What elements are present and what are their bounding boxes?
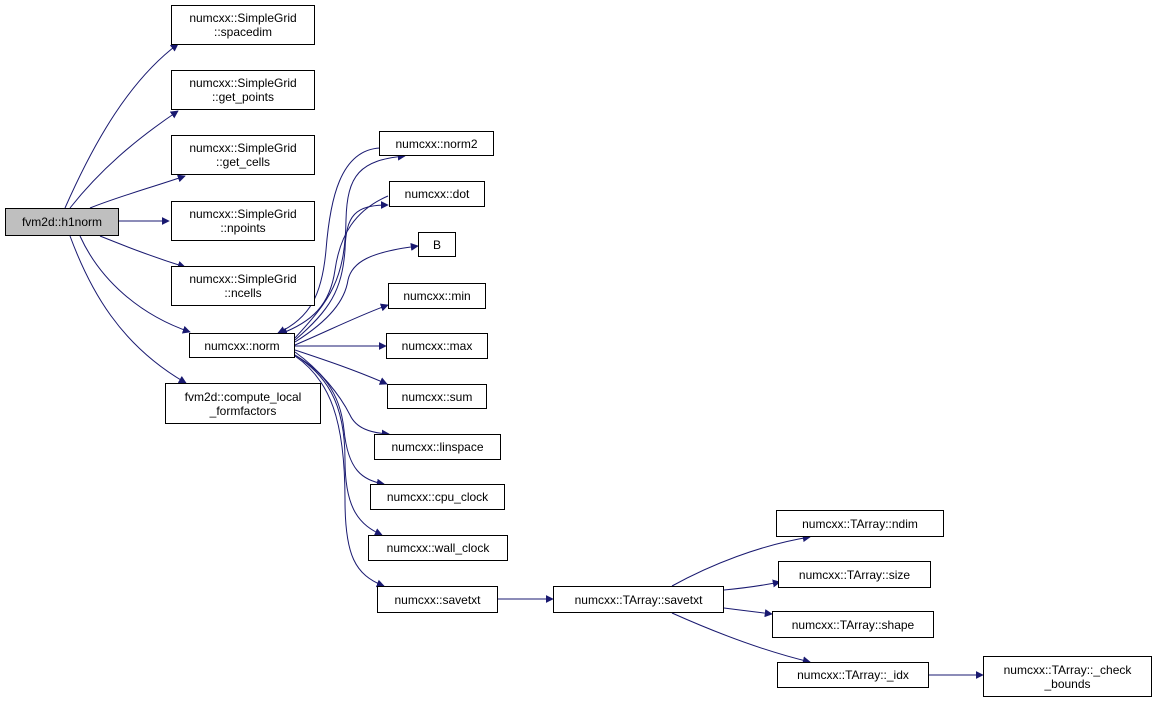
node-label-line1: numcxx::TArray::ndim <box>802 516 918 531</box>
node-npoints[interactable]: numcxx::SimpleGrid::npoints <box>171 201 315 241</box>
edge-norm-to-cpu_clock <box>294 354 385 487</box>
edge-root-to-norm <box>79 235 191 334</box>
node-label-line2: ::get_cells <box>215 155 271 169</box>
node-label-line1: numcxx::SimpleGrid <box>189 76 297 90</box>
edge-norm-to-min <box>294 303 389 346</box>
node-get-cells[interactable]: numcxx::SimpleGrid::get_cells <box>171 135 315 175</box>
node-label-line2: ::get_points <box>211 90 275 104</box>
edge-ta_savetxt-to-ta_ndim <box>671 534 811 587</box>
edge-norm-to-B <box>294 242 419 343</box>
node-label-line1: numcxx::TArray::savetxt <box>574 592 703 607</box>
edge-norm2-to-norm <box>277 147 381 334</box>
node-label-line1: numcxx::TArray::size <box>798 567 911 582</box>
edge-ta_savetxt-to-ta_shape <box>723 607 773 618</box>
edge-root-to-ncells <box>99 235 186 269</box>
node-norm2[interactable]: numcxx::norm2 <box>379 131 494 156</box>
node-label-line1: numcxx::savetxt <box>394 592 481 607</box>
edge-norm-to-sum <box>294 349 388 385</box>
node-spacedim[interactable]: numcxx::SimpleGrid::spacedim <box>171 5 315 45</box>
node-label-line1: numcxx::SimpleGrid <box>189 11 297 25</box>
node-label-line1: numcxx::TArray::_idx <box>797 668 909 682</box>
edge-norm-to-norm2 <box>294 152 406 339</box>
node-get-points[interactable]: numcxx::SimpleGrid::get_points <box>171 70 315 110</box>
node-B[interactable]: B <box>418 232 456 257</box>
edge-root-to-compute_local <box>69 235 187 384</box>
node-min[interactable]: numcxx::min <box>388 283 486 309</box>
node-compute-local[interactable]: fvm2d::compute_local_formfactors <box>165 383 321 424</box>
node-savetxt[interactable]: numcxx::savetxt <box>377 586 498 613</box>
node-label-line1: numcxx::SimpleGrid <box>189 141 297 155</box>
node-label-line1: numcxx::min <box>403 289 471 303</box>
edge-root-to-spacedim <box>64 43 179 209</box>
node-label-line1: numcxx::SimpleGrid <box>189 207 297 221</box>
node-label-line1: fvm2d::compute_local <box>184 389 302 404</box>
node-ta-savetxt[interactable]: numcxx::TArray::savetxt <box>553 586 724 613</box>
node-ta-shape[interactable]: numcxx::TArray::shape <box>772 611 934 638</box>
node-label-line2: _formfactors <box>209 403 277 418</box>
node-label-line1: numcxx::sum <box>401 389 473 404</box>
node-label-line2: ::npoints <box>220 221 266 235</box>
node-max[interactable]: numcxx::max <box>386 333 488 359</box>
node-label-line2: ::spacedim <box>213 25 273 39</box>
node-sum[interactable]: numcxx::sum <box>387 384 487 409</box>
root-node: fvm2d::h1norm <box>5 208 119 236</box>
edge-root-to-get_cells <box>89 174 186 209</box>
node-label-line1: numcxx::norm <box>204 338 280 353</box>
node-label-line1: numcxx::dot <box>404 187 470 201</box>
node-label-line1: numcxx::TArray::_check <box>1003 662 1132 677</box>
node-label-line1: numcxx::TArray::shape <box>791 617 915 632</box>
node-wall-clock[interactable]: numcxx::wall_clock <box>368 535 508 561</box>
node-label-line1: numcxx::norm2 <box>395 136 478 151</box>
edge-root-to-get_points <box>69 110 179 209</box>
edge-dot-to-norm <box>279 195 389 336</box>
node-ta-idx[interactable]: numcxx::TArray::_idx <box>777 662 929 688</box>
node-label-line2: ::ncells <box>224 286 262 300</box>
node-label-line1: numcxx::SimpleGrid <box>189 272 297 286</box>
node-label-line2: _bounds <box>1044 676 1091 691</box>
node-norm[interactable]: numcxx::norm <box>189 333 295 358</box>
node-cpu-clock[interactable]: numcxx::cpu_clock <box>370 484 505 510</box>
node-ta-ndim[interactable]: numcxx::TArray::ndim <box>776 510 944 537</box>
node-label-line1: B <box>432 237 441 252</box>
node-label-line1: numcxx::linspace <box>391 440 484 454</box>
edge-ta_savetxt-to-ta_idx <box>671 612 811 665</box>
node-linspace[interactable]: numcxx::linspace <box>374 434 501 460</box>
node-label-line1: numcxx::wall_clock <box>386 541 490 555</box>
node-label-line1: numcxx::max <box>401 339 473 353</box>
node-dot[interactable]: numcxx::dot <box>389 181 485 207</box>
edge-norm-to-savetxt <box>294 355 385 588</box>
edge-norm-to-dot <box>294 201 389 341</box>
edge-ta_savetxt-to-ta_size <box>723 579 781 591</box>
node-label-line1: fvm2d::h1norm <box>21 215 103 229</box>
edge-norm-to-linspace <box>294 351 390 438</box>
node-label-line1: numcxx::cpu_clock <box>386 490 489 504</box>
node-ta-size[interactable]: numcxx::TArray::size <box>778 561 931 588</box>
node-ta-check[interactable]: numcxx::TArray::_check_bounds <box>983 656 1152 697</box>
edge-norm-to-wall_clock <box>294 354 383 536</box>
node-ncells[interactable]: numcxx::SimpleGrid::ncells <box>171 266 315 306</box>
